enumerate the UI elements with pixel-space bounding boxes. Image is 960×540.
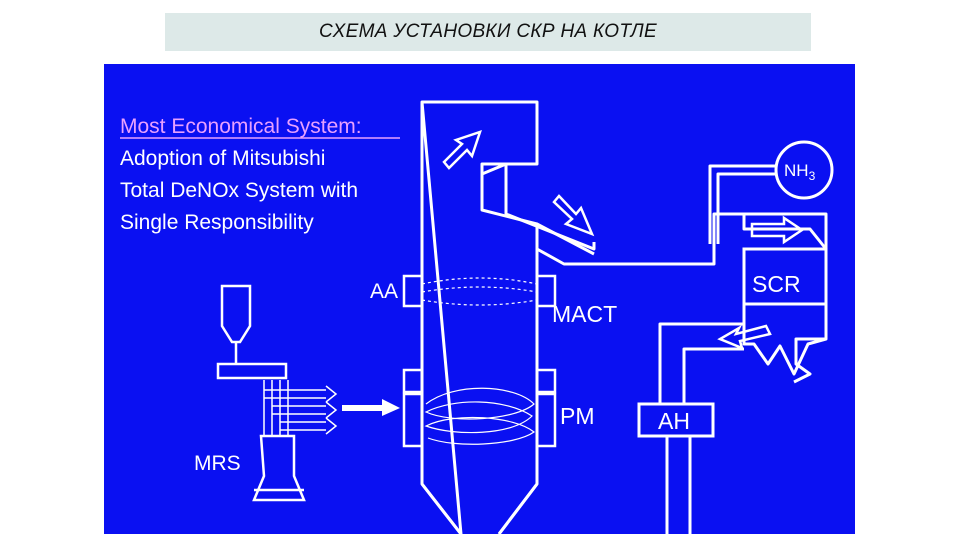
flue-duct — [506, 162, 828, 384]
nh3-lines — [708, 164, 776, 244]
intro-line-3: Single Responsibility — [120, 211, 314, 234]
ah-outlet — [665, 436, 692, 534]
nh3-circle — [774, 140, 834, 200]
combustion-swirl — [424, 387, 536, 445]
mrs-label: MRS — [194, 452, 241, 475]
duct-scr-to-ah — [658, 322, 744, 404]
hopper — [420, 483, 539, 534]
mrs-mill — [252, 434, 306, 502]
intro-heading: Most Economical System: — [120, 115, 362, 138]
aa-air-zone — [421, 277, 538, 306]
nh3-label: NH3 — [784, 161, 816, 183]
mrs-nozzles — [325, 385, 338, 435]
coal-hopper — [220, 284, 252, 344]
intro-line-1: Adoption of Mitsubishi — [120, 147, 325, 170]
mact-label: MACT — [552, 301, 617, 327]
nh3-main: NH — [784, 161, 809, 180]
ah-label: AH — [658, 408, 690, 434]
boiler-nose — [481, 162, 596, 251]
scr-outlet-arrow — [717, 324, 772, 351]
mrs-to-furnace-arrow — [342, 399, 400, 416]
aa-port-left — [402, 274, 424, 308]
nh3-sub: 3 — [809, 169, 816, 183]
aa-label: AA — [370, 280, 398, 303]
scr-label: SCR — [752, 271, 801, 297]
intro-line-2: Total DeNOx System with — [120, 179, 358, 202]
pm-label: PM — [560, 403, 595, 429]
scr-boiler-diagram: Most Economical System: Adoption of Mits… — [104, 64, 855, 534]
scr-box — [742, 247, 828, 306]
mact-port-left — [402, 368, 424, 394]
diagram-background — [104, 64, 855, 534]
ah-box — [637, 402, 715, 438]
duct-flow-arrow — [552, 194, 595, 237]
scr-reactor — [714, 212, 828, 376]
mact-port-right — [535, 368, 557, 394]
page-title: СХЕМА УСТАНОВКИ СКР НА КОТЛЕ — [319, 21, 657, 42]
title-bar: СХЕМА УСТАНОВКИ СКР НА КОТЛЕ — [165, 13, 811, 51]
mrs-pipes — [263, 380, 326, 436]
coal-feeder — [216, 362, 288, 380]
furnace-flow-arrow — [442, 130, 482, 170]
aa-port-right — [535, 274, 557, 308]
burner-port-left — [402, 392, 424, 448]
burner-port-right — [535, 392, 557, 448]
scr-inlet-arrow — [750, 215, 805, 245]
